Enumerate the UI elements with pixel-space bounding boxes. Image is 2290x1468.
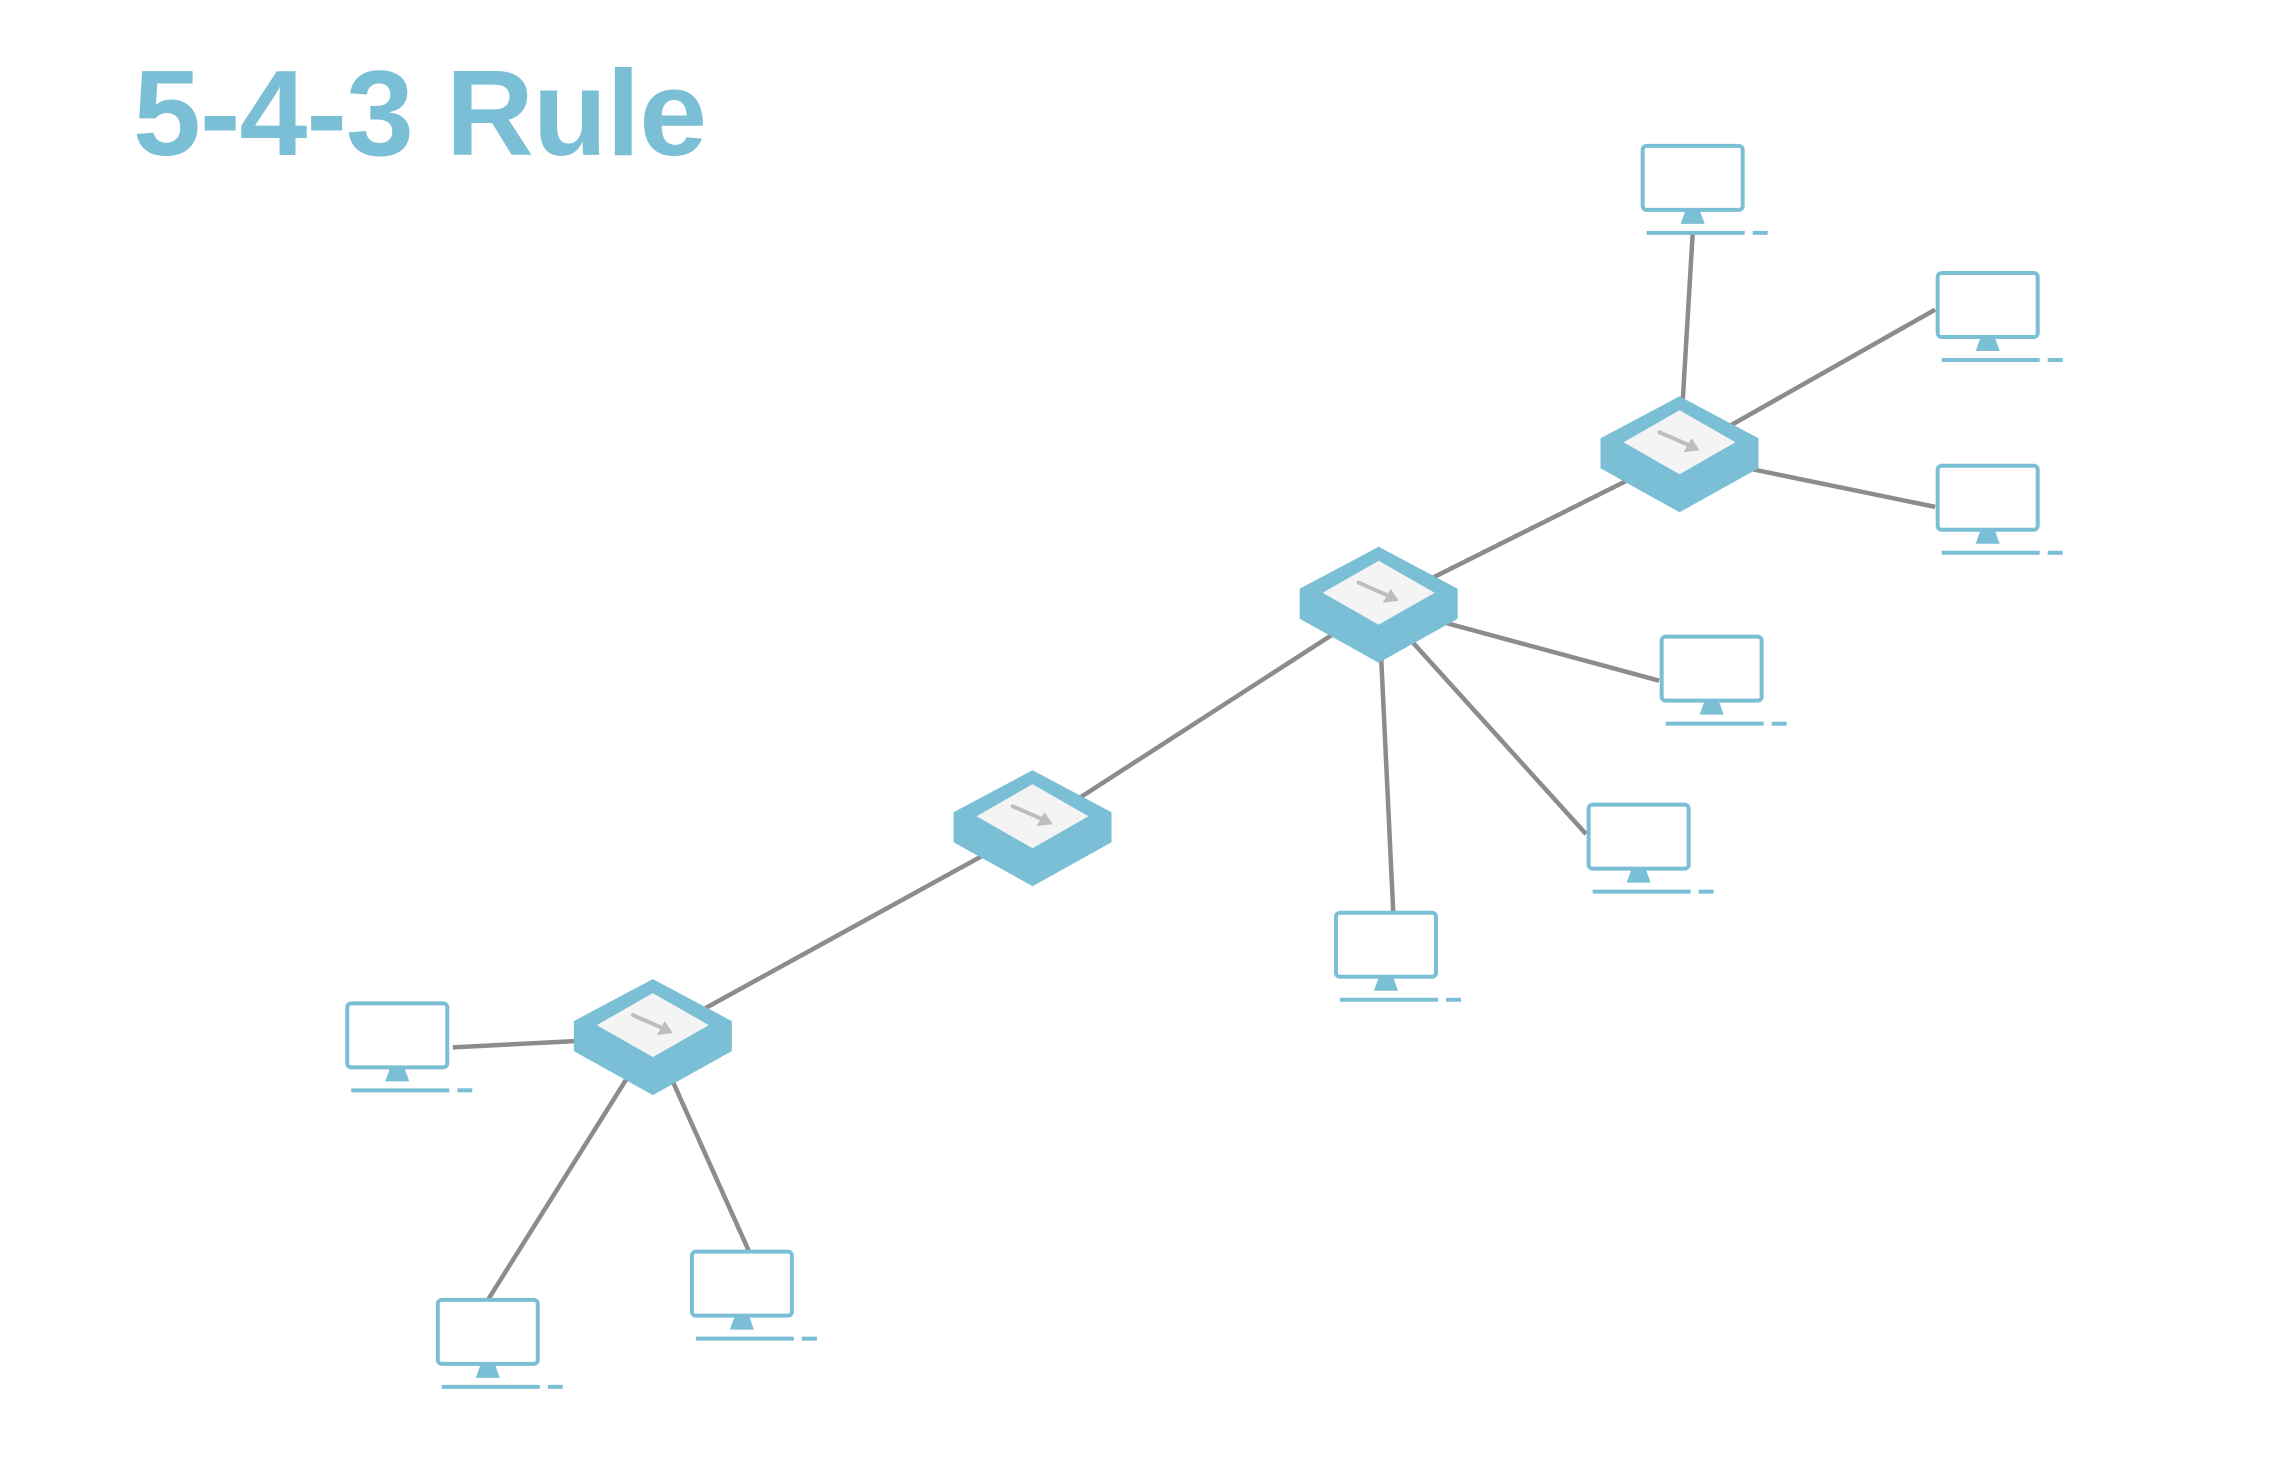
computer-monitor-icon	[1333, 910, 1461, 1002]
computer-link	[485, 1035, 655, 1302]
links-layer	[452, 233, 1937, 1302]
computer-monitor-icon	[345, 1001, 473, 1093]
nodes-layer	[345, 143, 2063, 1389]
hub-icon	[1600, 396, 1759, 513]
computer-monitor-icon	[689, 1249, 817, 1341]
arrow-icon	[1657, 430, 1700, 453]
computer-monitor-icon	[1586, 802, 1714, 894]
computer-monitor-icon	[1935, 270, 2063, 362]
arrow-icon	[1010, 804, 1053, 827]
diagram-title: 5-4-3 Rule	[133, 45, 707, 181]
arrow-icon	[630, 1013, 673, 1036]
arrow-icon	[1356, 580, 1399, 603]
computer-monitor-icon	[1640, 143, 1768, 235]
hub-icon	[1299, 546, 1458, 663]
computer-monitor-icon	[1935, 463, 2063, 555]
backbone-link	[1031, 602, 1380, 831]
computer-monitor-icon	[435, 1297, 563, 1389]
computer-monitor-icon	[1659, 634, 1787, 726]
hub-icon	[953, 770, 1112, 887]
hub-icon	[573, 979, 732, 1096]
backbone-link	[651, 826, 1034, 1040]
